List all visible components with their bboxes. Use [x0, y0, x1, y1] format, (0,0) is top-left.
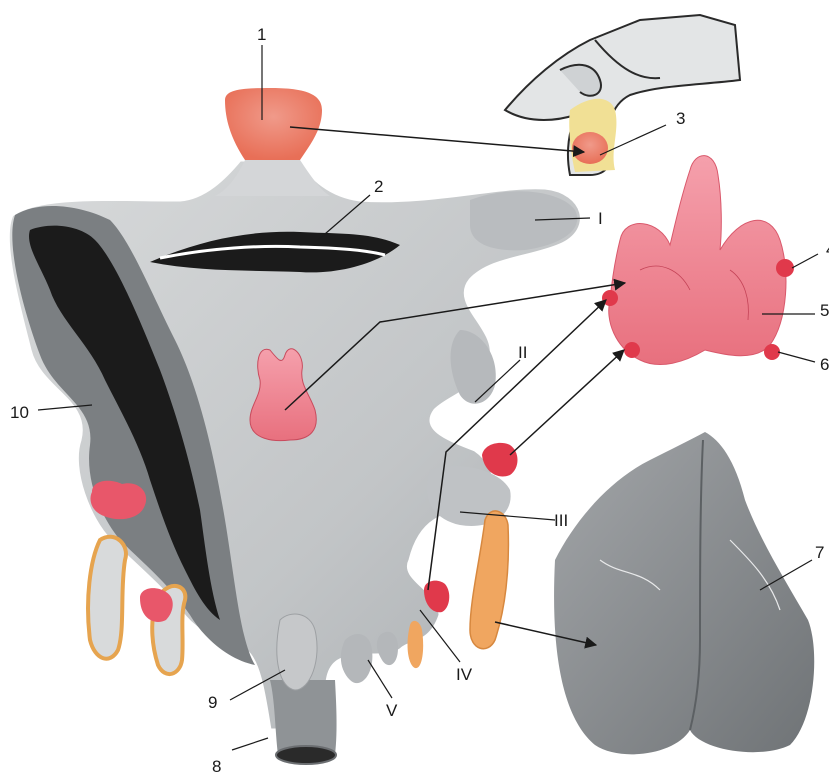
label-10: 10: [10, 403, 29, 422]
label-roman-IV: IV: [456, 665, 473, 684]
parathyroid-lower-left: [624, 342, 640, 358]
left-parathyroid-upper: [91, 481, 147, 519]
label-2: 2: [374, 177, 383, 196]
parathyroid-4: [776, 259, 794, 277]
arrow-III-to-gland: [510, 350, 624, 455]
label-6: 6: [820, 355, 829, 374]
label-9: 9: [208, 693, 217, 712]
thymic-primordium: [470, 511, 508, 649]
thymus: [554, 432, 814, 754]
label-roman-V: V: [386, 701, 398, 720]
arrow-1-to-3: [290, 127, 584, 152]
label-7: 7: [815, 543, 824, 562]
trachea-opening: [276, 746, 336, 764]
label-1: 1: [257, 25, 266, 44]
structure-3-ball: [572, 132, 608, 164]
label-3: 3: [676, 109, 685, 128]
parathyroid-6: [764, 344, 780, 360]
trachea: [270, 680, 337, 755]
label-roman-II: II: [518, 343, 527, 362]
pouch-V: [341, 634, 373, 683]
label-roman-III: III: [554, 511, 568, 530]
label-8: 8: [212, 757, 221, 773]
inset-3: [505, 15, 740, 175]
parathyroid-upper-left: [602, 290, 618, 306]
label-5: 5: [820, 301, 829, 320]
thyroid-gland: [602, 156, 794, 365]
label-roman-I: I: [598, 209, 603, 228]
